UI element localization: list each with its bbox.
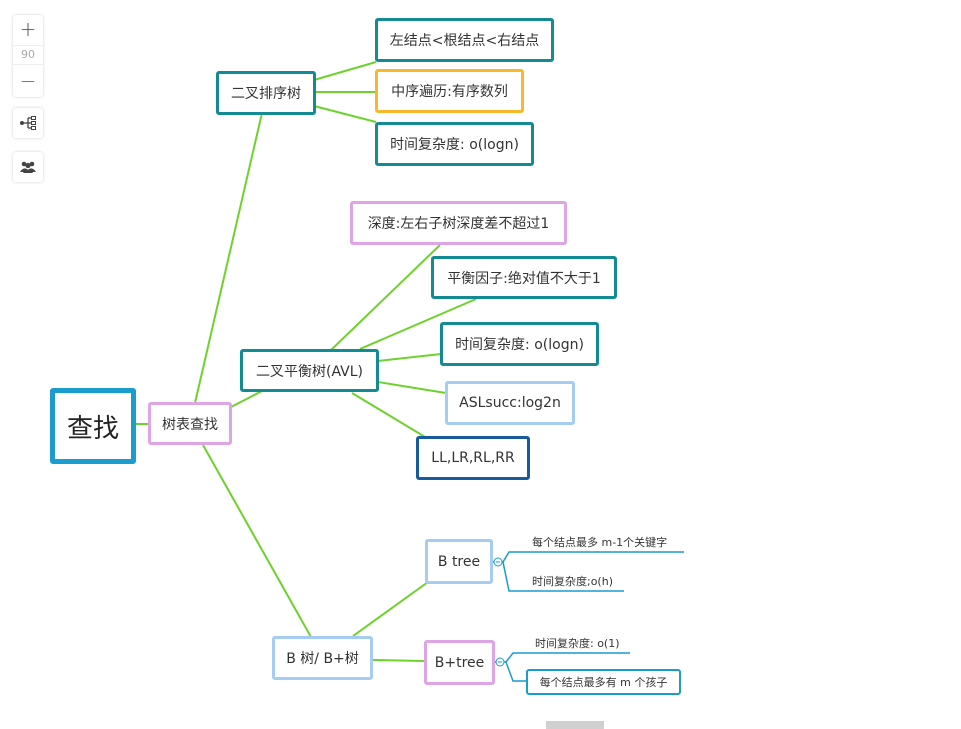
- avl-child-node[interactable]: ASLsucc:log2n: [445, 381, 575, 425]
- bplus-leaf[interactable]: 时间复杂度: o(1): [535, 637, 620, 650]
- zoom-in-button[interactable]: +: [19, 17, 37, 41]
- bplus-tree-node[interactable]: B+tree: [424, 640, 495, 685]
- bplus-leaf[interactable]: 每个结点最多有 m 个孩子: [526, 669, 681, 695]
- btree-node[interactable]: B tree: [425, 539, 493, 584]
- btree-leaf[interactable]: 时间复杂度;o(h): [532, 575, 613, 588]
- btree-group-node[interactable]: B 树/ B+树: [272, 636, 373, 680]
- link-btree-leaf-1: [492, 551, 684, 563]
- bst-child-node[interactable]: 中序遍历:有序数列: [375, 69, 524, 113]
- bst-child-node[interactable]: 左结点<根结点<右结点: [375, 18, 554, 62]
- link-btree-bplus: [372, 659, 426, 662]
- link-tree-search-bst: [194, 112, 263, 404]
- link-bst-child-1: [313, 61, 377, 81]
- btree-leaf[interactable]: 每个结点最多 m-1个关键字: [532, 536, 668, 549]
- link-bplus-leaf-1: [494, 652, 630, 663]
- link-btree-btree: [352, 581, 429, 637]
- link-avl-child-1: [329, 244, 441, 352]
- link-tree-search-btree: [202, 444, 312, 638]
- avl-child-node[interactable]: 深度:左右子树深度差不超过1: [350, 201, 567, 245]
- structure-button[interactable]: [13, 108, 43, 138]
- bst-child-node[interactable]: 时间复杂度: o(logn): [375, 122, 534, 166]
- link-avl-child-5: [351, 392, 426, 438]
- link-bst-child-3: [313, 105, 377, 123]
- avl-child-node[interactable]: LL,LR,RL,RR: [416, 436, 530, 480]
- zoom-control: + 90 −: [13, 15, 43, 97]
- tree-structure-icon: [20, 116, 36, 130]
- users-icon: [20, 161, 36, 173]
- zoom-out-button[interactable]: −: [19, 69, 37, 93]
- link-btree-leaf-2: [502, 561, 624, 592]
- horizontal-scrollbar[interactable]: [546, 721, 604, 729]
- link-avl-child-3: [377, 353, 442, 362]
- avl-child-node[interactable]: 平衡因子:绝对值不大于1: [431, 256, 617, 299]
- link-bplus-leaf-2: [505, 661, 526, 682]
- link-avl-child-2: [359, 298, 477, 350]
- zoom-level: 90: [13, 45, 43, 65]
- tree-search-node[interactable]: 树表查找: [148, 402, 232, 445]
- avl-child-node[interactable]: 时间复杂度: o(logn): [440, 322, 599, 366]
- bst-node[interactable]: 二叉排序树: [216, 71, 316, 115]
- link-tree-search-avl: [230, 390, 263, 408]
- avl-node[interactable]: 二叉平衡树(AVL): [240, 349, 379, 392]
- link-avl-child-4: [377, 381, 447, 394]
- collaborate-button[interactable]: [13, 152, 43, 182]
- root-node[interactable]: 查找: [50, 388, 136, 464]
